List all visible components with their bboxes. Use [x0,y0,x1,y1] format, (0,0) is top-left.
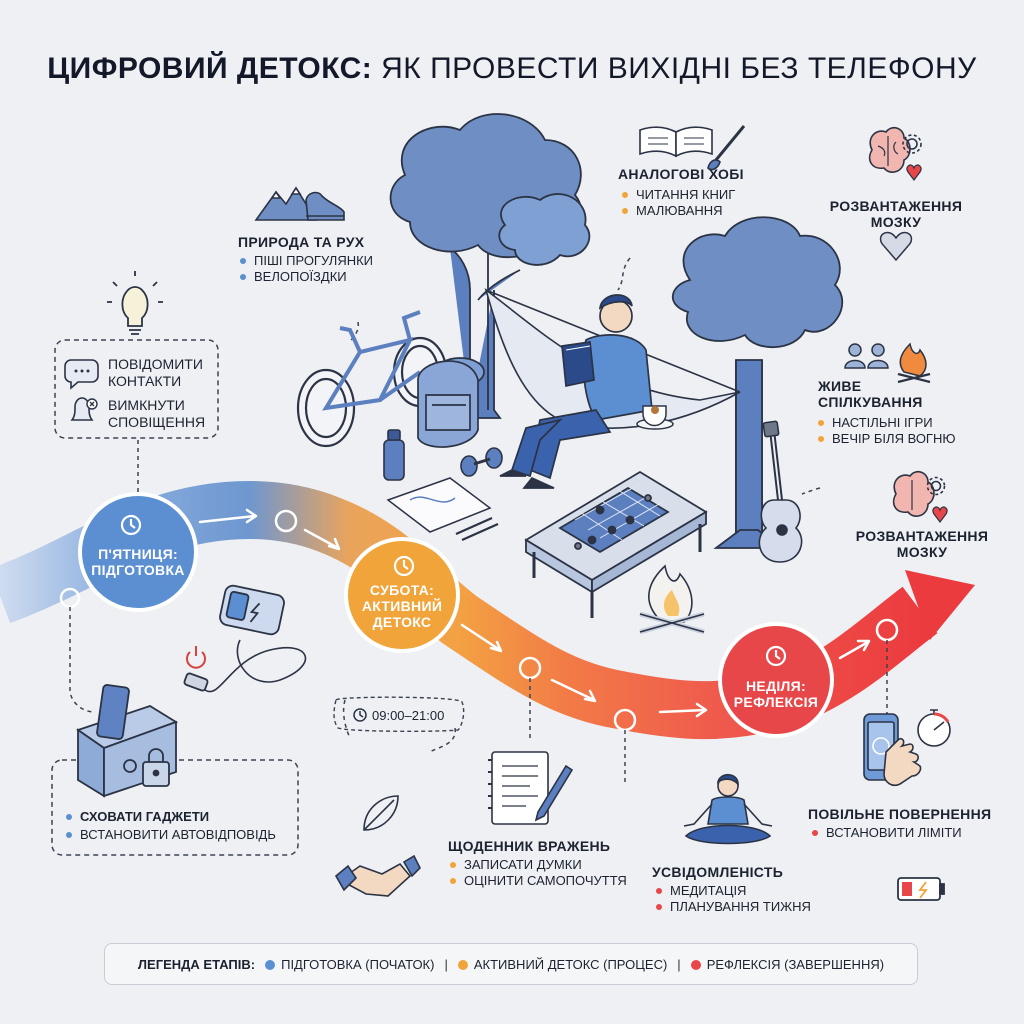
mindful-title: УСВІДОМЛЕНІСТЬ [652,864,784,880]
hobby-item-reading: ЧИТАННЯ КНИГ [622,186,735,203]
hobby-item-drawing: МАЛЮВАННЯ [622,202,723,219]
stage-friday-label: П'ЯТНИЦЯ: ПІДГОТОВКА [91,546,185,578]
notebook-icon [488,751,574,825]
title-bold: ЦИФРОВИЙ ДЕТОКС: [47,52,373,85]
nature-item-walks: ПІШІ ПРОГУЛЯНКИ [240,252,373,269]
time-tag-outline [333,696,465,732]
page-title: ЦИФРОВИЙ ДЕТОКС: ЯК ПРОВЕСТИ ВИХІДНІ БЕЗ… [0,52,1024,86]
friday-item-notify: ПОВІДОМИТИ КОНТАКТИ [108,356,203,389]
legend-label: ЛЕГЕНДА ЕТАПІВ: [137,956,256,972]
backpack-icon [417,357,485,448]
paintbrush-icon [707,125,746,171]
gear-top-icon [902,134,922,154]
reading-person-icon [499,294,653,489]
stage-legend: ЛЕГЕНДА ЕТАПІВ: ПІДГОТОВКА (ПОЧАТОК) | А… [104,943,918,985]
flow-direction-arrows [198,508,871,718]
legend-item-reflection: РЕФЛЕКСІЯ (ЗАВЕРШЕННЯ) [690,957,884,972]
hobby-title: АНАЛОГОВІ ХОБІ [618,166,744,182]
open-book-icon [639,126,713,158]
chat-icon [64,359,99,390]
board-game-table-icon [524,470,708,618]
brain-top-icon [868,126,911,173]
low-battery-icon [897,877,945,901]
gear-right-icon [926,476,946,496]
stage-sunday-label: НЕДІЛЯ: РЕФЛЕКСІЯ [733,678,819,710]
tree-right-icon [671,216,843,549]
nature-title: ПРИРОДА ТА РУХ [238,234,365,250]
brain-right-title: РОЗВАНТАЖЕННЯ МОЗКУ [855,528,989,560]
sketchbook-icon [386,477,499,542]
social-item-boardgames: НАСТІЛЬНІ ІГРИ [818,414,933,431]
stage-saturday-label: СУБОТА: АКТИВНИЙ ДЕТОКС [361,582,443,630]
phone-touch-icon [863,713,922,787]
return-item-limits: ВСТАНОВИТИ ЛІМІТИ [812,824,962,841]
time-clock-icon [353,708,367,722]
mindful-item-meditation: МЕДИТАЦІЯ [656,882,746,899]
social-title: ЖИВЕ СПІЛКУВАННЯ [818,378,923,410]
nature-item-bikes: ВЕЛОПОЇЗДКИ [240,268,347,285]
power-bank-icon [183,584,307,693]
journal-item-thoughts: ЗАПИСАТИ ДУМКИ [450,856,582,873]
title-rest: ЯК ПРОВЕСТИ ВИХІДНІ БЕЗ ТЕЛЕФОНУ [372,52,977,85]
leaf-icon [363,795,399,831]
handshake-icon [334,854,421,897]
hide-item-gadgets: СХОВАТИ ГАДЖЕТИ [66,808,209,825]
fire-icon [897,342,931,384]
flow-arrowhead [905,570,975,640]
journal-title: ЩОДЕННИК ВРАЖЕНЬ [448,838,611,854]
journal-item-wellbeing: ОЦІНИТИ САМОПОЧУТТЯ [450,872,627,889]
mindful-item-planning: ПЛАНУВАННЯ ТИЖНЯ [656,898,811,915]
guitar-icon [758,420,803,563]
heart-outline-icon [879,231,913,262]
legend-item-active: АКТИВНИЙ ДЕТОКС (ПРОЦЕС) [457,957,667,972]
stopwatch-icon [917,709,951,747]
clock-icons [120,514,787,667]
tea-cup-icon [636,405,674,430]
social-item-campfire: ВЕЧІР БІЛЯ ВОГНЮ [818,430,956,447]
meditation-person-icon [683,773,773,845]
stage-saturday-circle [344,537,460,653]
hide-item-autoreply: ВСТАНОВИТИ АВТОВІДПОВІДЬ [66,826,276,843]
dashed-connectors [69,257,888,785]
bell-muted-icon [70,397,98,421]
stage-friday-circle [78,492,198,612]
time-range-label: 09:00–21:00 [372,708,445,723]
heart-right-icon [932,506,948,523]
dumbbell-icon [460,447,503,477]
lockbox-icon [76,684,179,798]
power-off-icon [186,646,206,669]
stage-sunday-circle [718,622,834,738]
return-title: ПОВІЛЬНЕ ПОВЕРНЕННЯ [808,806,992,822]
friday-item-notifications: ВИМКНУТИ СПОВІЩЕННЯ [108,397,206,430]
brain-top-title: РОЗВАНТАЖЕННЯ МОЗКУ [829,198,963,230]
lightbulb-icon [107,271,163,335]
heart-small-icon [906,164,922,181]
legend-item-prep: ПІДГОТОВКА (ПОЧАТОК) [265,957,434,972]
brain-right-icon [892,470,935,517]
people-icon [844,343,889,369]
campfire-icon [639,564,705,635]
mountains-icon [254,186,318,221]
sneaker-icon [305,191,345,221]
water-bottle-icon [383,429,405,481]
